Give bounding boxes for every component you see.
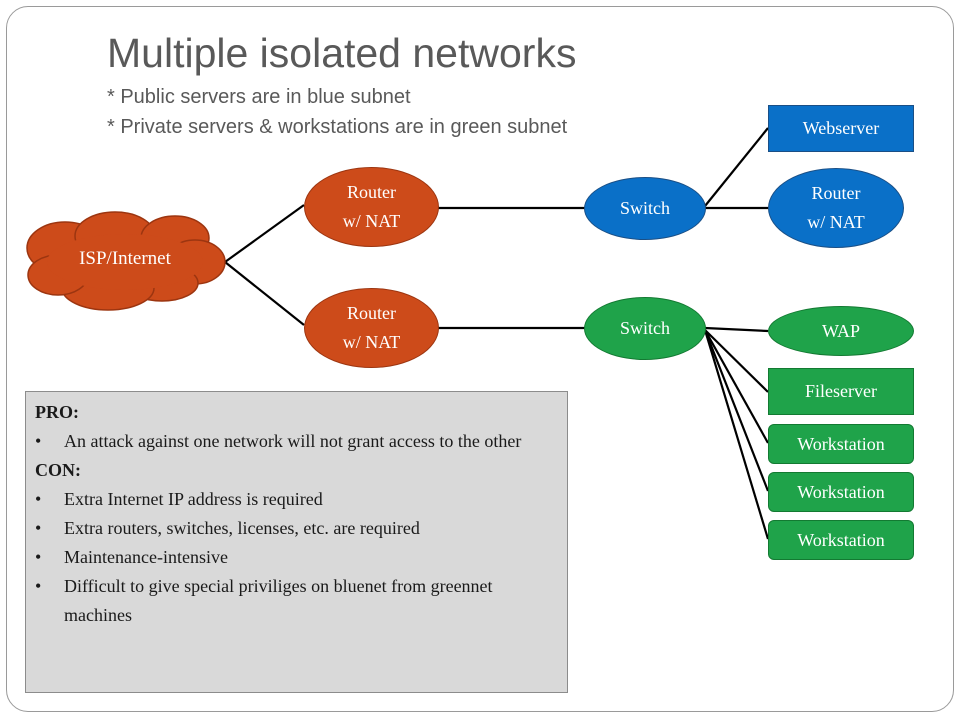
con-heading: CON: (35, 460, 81, 480)
router-bottom: Router w/ NAT (304, 288, 439, 368)
link-switch-green-fileserver (704, 329, 769, 393)
webserver-node: Webserver (768, 105, 914, 152)
pro-con-text: PRO: An attack against one network will … (35, 398, 555, 630)
slide-title: Multiple isolated networks (107, 30, 577, 76)
con-item-1: Extra Internet IP address is required (35, 485, 555, 514)
workstation-label-2: Workstation (797, 481, 885, 502)
switch-green: Switch (584, 297, 706, 360)
wap-node: WAP (768, 306, 914, 356)
subtitle-public-servers: * Public servers are in blue subnet (107, 86, 411, 108)
webserver-label: Webserver (802, 118, 880, 138)
con-item-3: Maintenance-intensive (35, 543, 555, 572)
workstation-label-3: Workstation (797, 529, 885, 550)
link-isp-router-top (224, 204, 305, 263)
link-isp-router-bottom (224, 261, 305, 326)
link-switch-green-workstation-3 (703, 329, 770, 540)
switch-green-label: Switch (619, 318, 670, 338)
router-top-line1: Router (347, 182, 396, 202)
subtitle-private-servers: * Private servers & workstations are in … (107, 116, 568, 138)
con-item-4: Difficult to give special priviliges on … (35, 572, 555, 630)
workstation-label-1: Workstation (797, 433, 885, 454)
fileserver-label: Fileserver (805, 381, 877, 401)
router-right-line1: Router (811, 183, 861, 203)
router-right: Router w/ NAT (768, 168, 904, 248)
isp-internet-label: ISP/Internet (79, 248, 171, 269)
workstation-node-3: Workstation (768, 520, 914, 560)
con-item-2: Extra routers, switches, licenses, etc. … (35, 514, 555, 543)
fileserver-node: Fileserver (768, 368, 914, 415)
pro-item-1: An attack against one network will not g… (35, 427, 555, 456)
link-switch-green-wap (704, 326, 769, 333)
router-top: Router w/ NAT (304, 167, 439, 247)
workstation-node-1: Workstation (768, 424, 914, 464)
router-bottom-line1: Router (347, 303, 396, 323)
link-switch-blue-webserver (704, 127, 769, 207)
switch-blue-label: Switch (619, 198, 670, 218)
switch-blue: Switch (584, 177, 706, 240)
router-right-line2: w/ NAT (807, 212, 865, 232)
wap-label: WAP (821, 320, 860, 341)
router-top-line2: w/ NAT (342, 211, 401, 231)
workstation-node-2: Workstation (768, 472, 914, 512)
router-bottom-line2: w/ NAT (342, 332, 401, 352)
link-switch-green-workstation-1 (704, 329, 769, 444)
link-switch-green-workstation-2 (703, 329, 770, 492)
pro-heading: PRO: (35, 402, 79, 422)
